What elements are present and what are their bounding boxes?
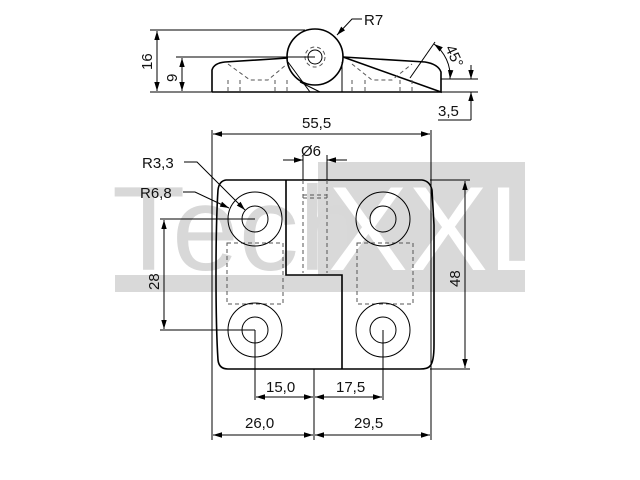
right-width-label: 29,5 bbox=[354, 415, 383, 432]
height-9-label: 9 bbox=[164, 74, 181, 82]
height-16-label: 16 bbox=[139, 53, 156, 70]
left-width-label: 26,0 bbox=[245, 415, 274, 432]
side-view: 16 9 R7 45° 3,5 bbox=[139, 12, 478, 121]
watermark-text-right: XXL bbox=[328, 162, 555, 296]
pin-diameter-label: Ø6 bbox=[301, 143, 321, 160]
height-total-label: 48 bbox=[447, 270, 464, 287]
right-hole-offset-label: 17,5 bbox=[336, 379, 365, 396]
mounting-hole bbox=[355, 191, 411, 247]
front-view: 55,5 Ø6 R3,3 R6,8 28 48 15,0 17,5 26,0 bbox=[140, 115, 470, 440]
thickness-label: 3,5 bbox=[438, 103, 459, 120]
left-hole-offset-label: 15,0 bbox=[266, 379, 295, 396]
watermark: Tech XXL bbox=[112, 162, 555, 296]
width-total-label: 55,5 bbox=[302, 115, 331, 132]
counterbore-radius-label: R6,8 bbox=[140, 185, 172, 202]
angle-label: 45° bbox=[441, 43, 466, 71]
hole-spacing-label: 28 bbox=[146, 273, 163, 290]
hole-radius-label: R3,3 bbox=[142, 155, 174, 172]
r7-label: R7 bbox=[364, 12, 383, 29]
watermark-text-left: Tech bbox=[112, 162, 365, 296]
